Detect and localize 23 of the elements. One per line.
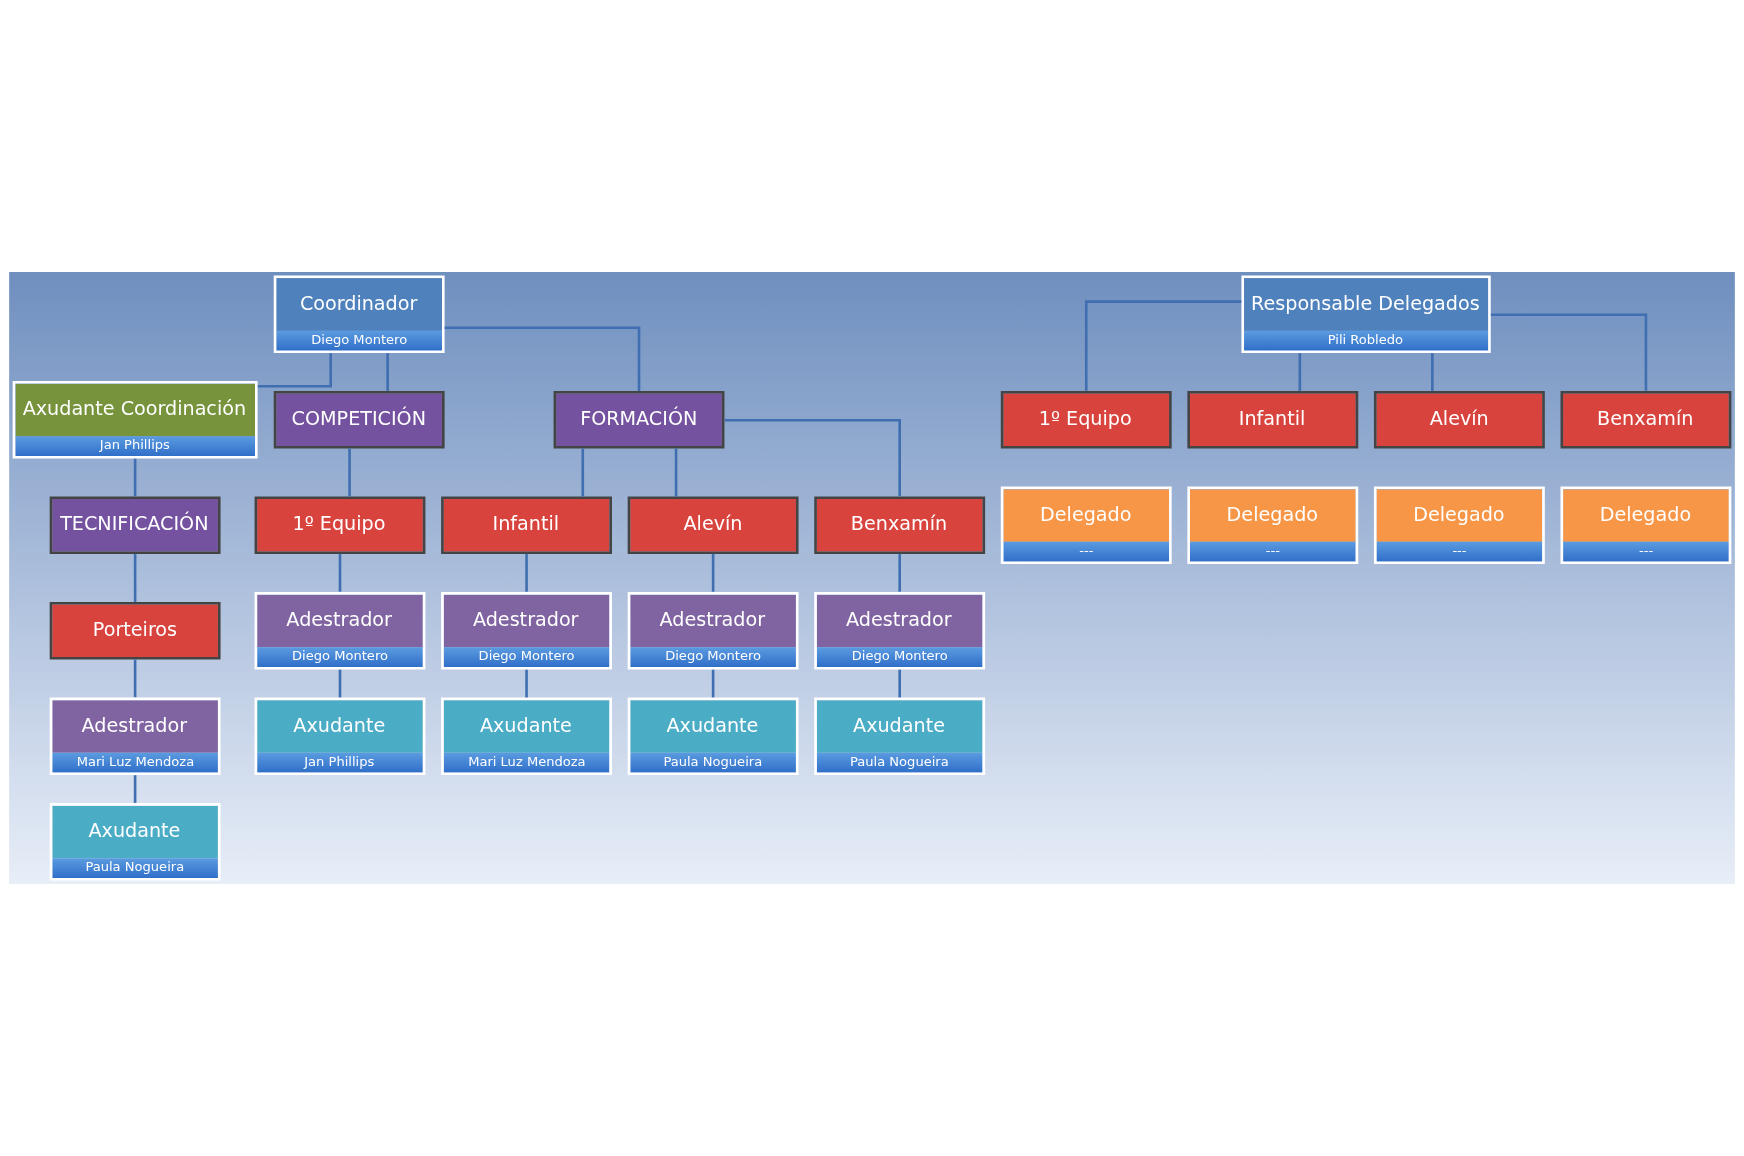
connector	[1298, 353, 1302, 391]
connector	[133, 775, 137, 803]
connector	[724, 418, 901, 497]
connector	[133, 458, 137, 497]
connector	[338, 669, 342, 698]
connector	[525, 669, 528, 698]
connector	[386, 353, 389, 391]
connector	[133, 659, 137, 698]
connector	[711, 554, 715, 592]
connector	[348, 448, 351, 497]
connector	[444, 326, 641, 391]
connector	[1431, 353, 1434, 391]
connector	[898, 554, 901, 592]
connector	[581, 448, 585, 497]
connector	[1490, 313, 1648, 391]
connector	[898, 669, 901, 698]
connector	[133, 554, 137, 602]
connector	[674, 448, 678, 497]
connector	[711, 669, 715, 698]
connector	[525, 554, 528, 592]
connector	[1084, 300, 1242, 391]
connector	[338, 554, 342, 592]
connector	[257, 353, 332, 388]
